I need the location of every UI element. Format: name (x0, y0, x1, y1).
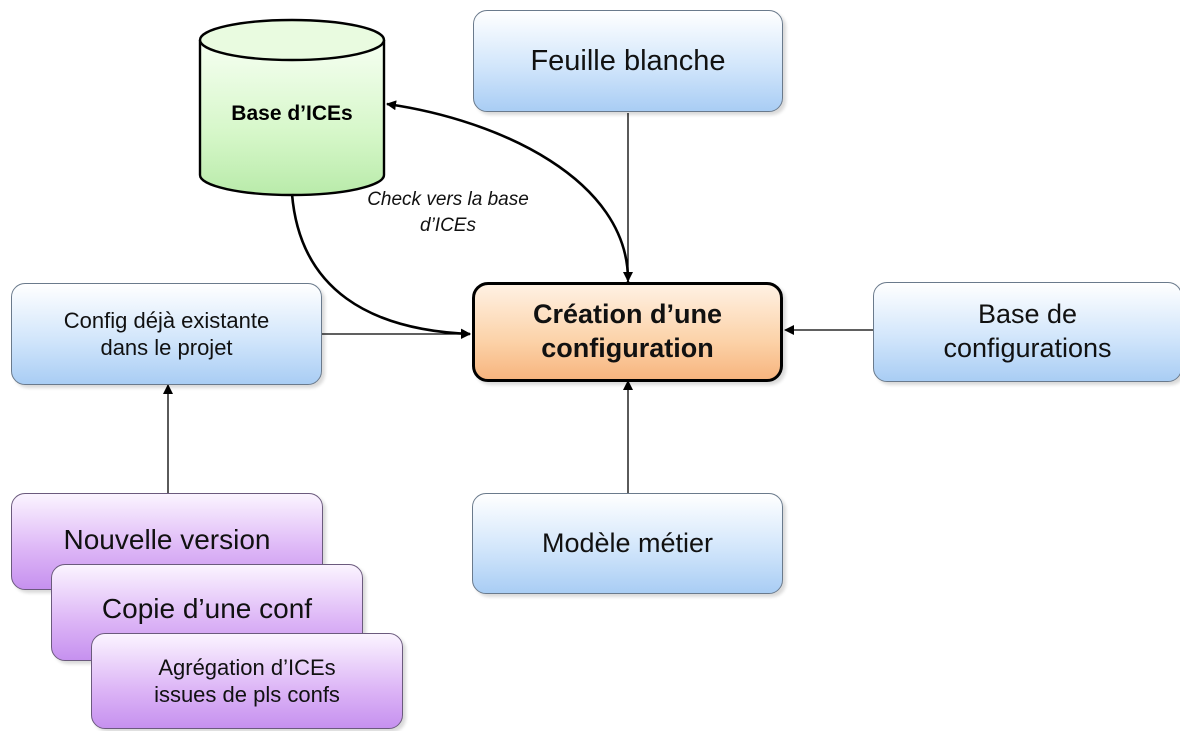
node-config-existante: Config déjà existante dans le projet (11, 283, 322, 385)
database-cylinder (198, 18, 386, 197)
edge-baseices-to-creation (290, 193, 471, 339)
edge-creation-check-baseices (386, 100, 634, 290)
node-modele-metier: Modèle métier (472, 493, 783, 594)
node-base-ices: Base d’ICEs (231, 102, 353, 125)
node-feuille-blanche: Feuille blanche (473, 10, 783, 112)
edge-label-check: Check vers la base d’ICEs (367, 189, 529, 236)
node-base-configurations: Base de configurations (873, 282, 1180, 382)
node-creation-configuration: Création d’une configuration (472, 282, 783, 382)
node-agregation-ices: Agrégation d’ICEs issues de pls confs (91, 633, 403, 729)
